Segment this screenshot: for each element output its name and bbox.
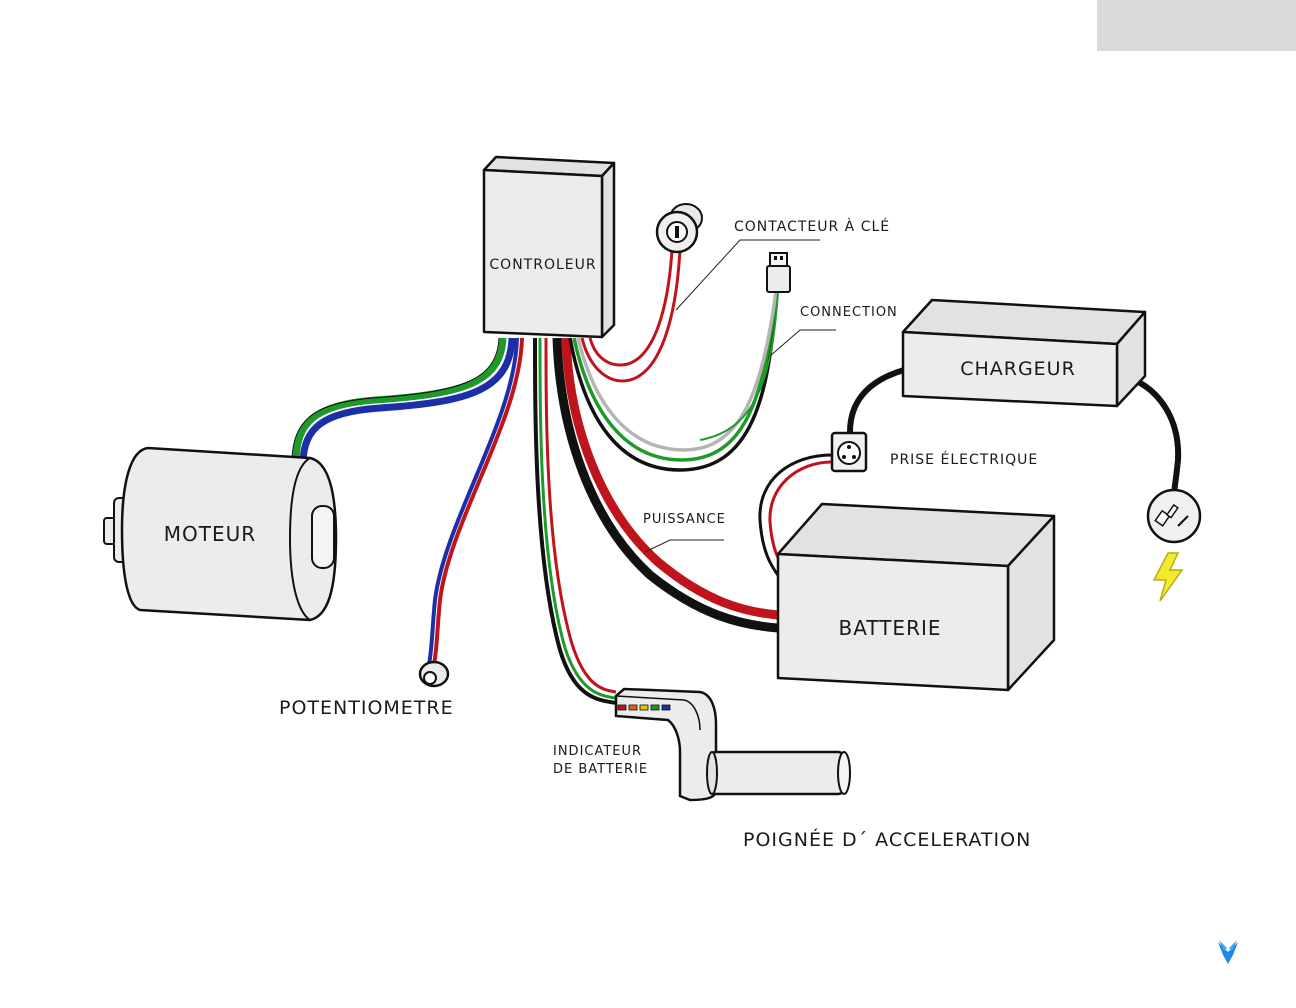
- key-switch-icon: [657, 204, 702, 252]
- charger-box: CHARGEUR: [903, 300, 1145, 406]
- power-wire-red: [566, 338, 778, 615]
- key-switch-leader: [676, 240, 820, 310]
- controller-box: CONTROLEUR: [484, 157, 614, 337]
- battery-indicator-leds: [618, 705, 670, 710]
- power-leader: [645, 540, 724, 552]
- usb-connector-icon: [767, 253, 790, 292]
- outlet-icon: [832, 433, 866, 471]
- brand-logo-icon: [1218, 940, 1238, 964]
- charger-label: CHARGEUR: [960, 358, 1076, 380]
- motor-cylinder: MOTEUR: [104, 448, 336, 620]
- power-label: PUISSANCE: [643, 512, 726, 527]
- charger-outlet-wire: [850, 370, 904, 432]
- battery-box: BATTERIE: [778, 504, 1054, 690]
- controller-label: CONTROLEUR: [489, 257, 596, 273]
- battery-label: BATTERIE: [839, 616, 942, 640]
- connection-leader: [770, 330, 836, 356]
- key-switch-label: CONTACTEUR À CLÉ: [734, 218, 890, 235]
- potentiometer-icon: [420, 662, 448, 686]
- wall-plug-icon: [1148, 490, 1200, 542]
- indicator-label-line2: DE BATTERIE: [553, 762, 648, 777]
- throttle-label: POIGNÉE D´ ACCELERATION: [743, 828, 1031, 851]
- charger-plug-wire: [1130, 378, 1178, 496]
- motor-wire-green: [296, 338, 503, 458]
- indicator-label-line1: INDICATEUR: [553, 744, 642, 759]
- power-wire-black: [557, 338, 778, 628]
- motor-label: MOTEUR: [164, 522, 256, 546]
- lightning-bolt-icon: [1154, 553, 1182, 601]
- connection-label: CONNECTION: [800, 305, 898, 320]
- potentiometer-label: POTENTIOMETRE: [279, 697, 454, 719]
- outlet-label: PRISE ÉLECTRIQUE: [890, 451, 1038, 468]
